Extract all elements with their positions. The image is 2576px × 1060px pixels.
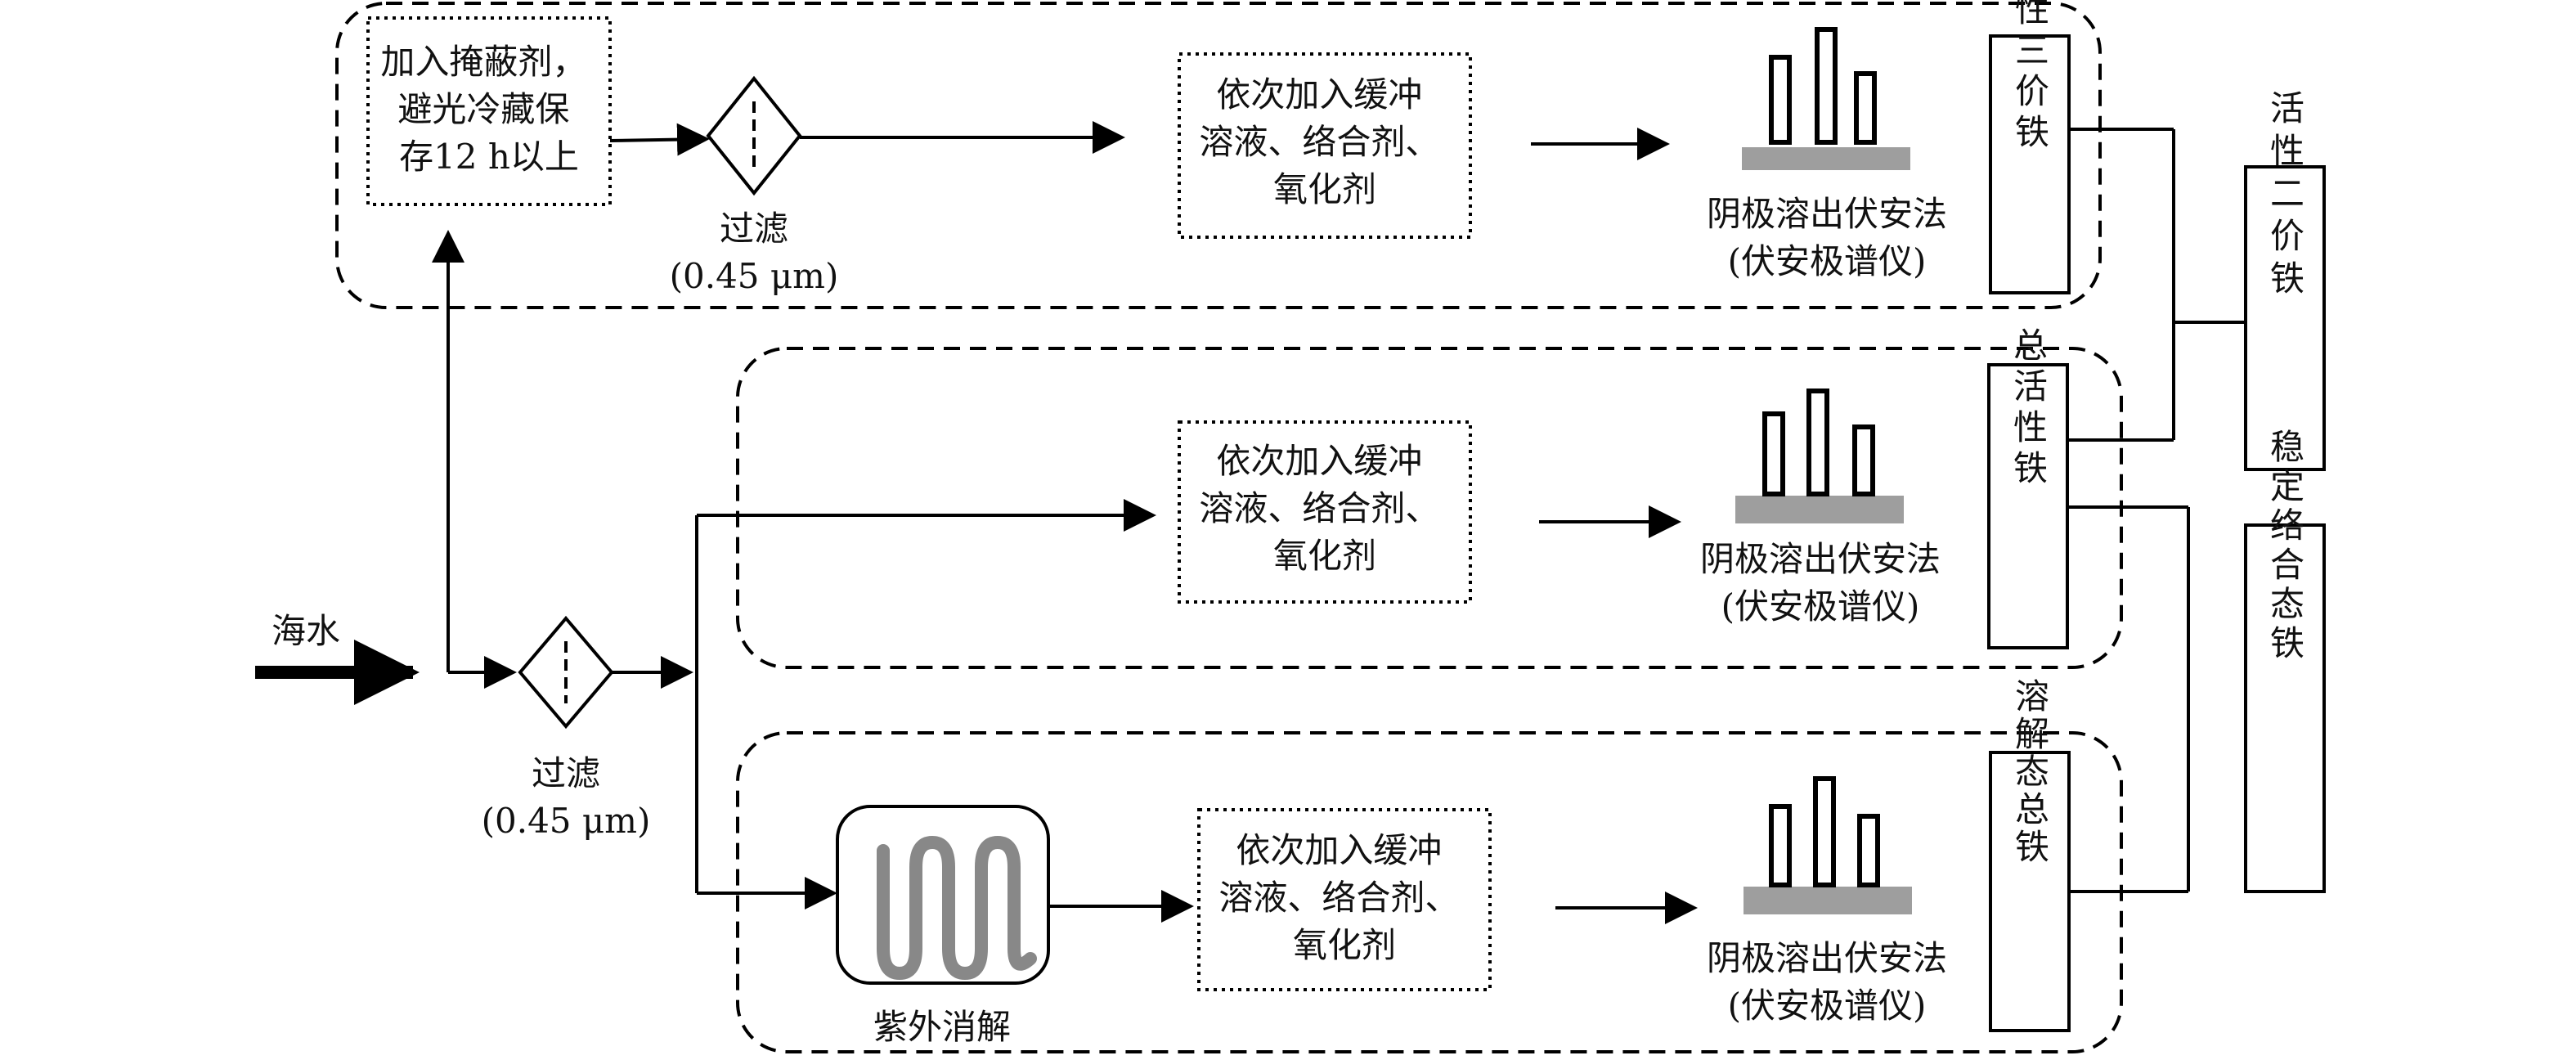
output-total-active-box: [1987, 363, 2069, 649]
output-dissolved-total-label: 溶解态总铁: [2010, 678, 2050, 866]
voltammetry-electrode-icon-2: [1735, 389, 1904, 523]
reagent-step-box-1: [1178, 52, 1472, 239]
masking-to-filter-arrow: [609, 123, 710, 156]
masking-step-box: [366, 16, 612, 206]
top-filter-label: 过滤: [720, 209, 788, 249]
result-active-fe2-box: [2244, 165, 2326, 471]
reagent-step-text-2: 依次加入缓冲 溶液、络合剂、 氧化剂: [1199, 441, 1450, 576]
voltammetry-electrode-icon-3: [1744, 776, 1912, 914]
masking-step-text: 加入掩蔽剂， 避光冷藏保 存12 h以上: [380, 42, 597, 177]
uv-digestion-label: 紫外消解: [873, 1007, 1011, 1047]
method-instrument-1: (伏安极谱仪): [1728, 241, 1927, 281]
method-name-2: 阴极溶出伏安法: [1700, 539, 1941, 579]
seawater-label: 海水: [272, 611, 340, 651]
main-filter-spec: (0.45 μm): [482, 801, 651, 841]
top-filter: [706, 75, 802, 196]
method-name-3: 阴极溶出伏安法: [1707, 938, 1947, 978]
result-stable-complex-label: 稳定络合态铁: [2265, 429, 2305, 664]
uv-digestion-icon: [836, 805, 1050, 985]
voltammetry-electrode-icon-1: [1742, 27, 1910, 170]
main-filter-label: 过滤: [532, 753, 600, 793]
output-total-active-label: 总活性铁: [2008, 327, 2049, 491]
reagent-step-box-2: [1178, 420, 1472, 604]
method-instrument-3: (伏安极谱仪): [1728, 986, 1927, 1026]
output-active-fe3-box: [1989, 34, 2071, 294]
result-active-fe2-label: 活性二价铁: [2265, 90, 2305, 303]
method-name-1: 阴极溶出伏安法: [1707, 194, 1947, 234]
method-instrument-2: (伏安极谱仪): [1721, 586, 1920, 627]
active-fe3-group-frame: [335, 2, 2102, 309]
output-active-fe3-label: 活性三价铁: [2010, 0, 2050, 155]
reagent-step-text-3: 依次加入缓冲 溶液、络合剂、 氧化剂: [1218, 830, 1470, 965]
output-dissolved-total-box: [1989, 751, 2071, 1032]
reagent-step-box-3: [1197, 808, 1492, 991]
main-filter: [518, 615, 614, 730]
top-filter-spec: (0.45 μm): [670, 256, 839, 296]
reagent-step-text-1: 依次加入缓冲 溶液、络合剂、 氧化剂: [1199, 74, 1450, 209]
result-stable-complex-box: [2244, 523, 2326, 893]
